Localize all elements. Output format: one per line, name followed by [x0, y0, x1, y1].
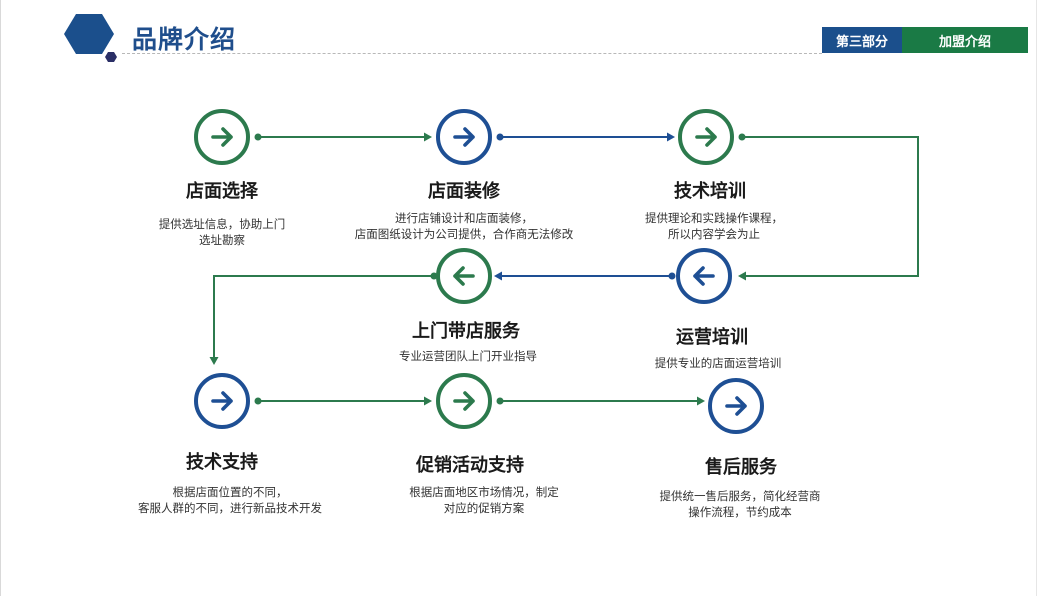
connector-3-4 [742, 136, 919, 277]
arrow-right-icon [211, 127, 233, 147]
step-title: 技术培训 [674, 181, 746, 202]
step-desc: 提供选址信息，协助上门选址勘察 [158, 217, 286, 247]
step-title: 技术支持 [186, 452, 258, 473]
step-node-tech-support [194, 373, 250, 429]
step-title: 售后服务 [705, 457, 777, 478]
step-node-tech-training [678, 109, 734, 165]
arrow-left-icon [453, 266, 475, 286]
section-name: 加盟介绍 [902, 27, 1028, 53]
step-node-operations-training [676, 248, 732, 304]
step-title: 促销活动支持 [416, 455, 524, 476]
step-node-site-selection [194, 109, 250, 165]
arrow-right-icon [725, 396, 747, 416]
arrow-right-icon [453, 127, 475, 147]
page-frame-right [1036, 0, 1037, 596]
step-node-store-decoration [436, 109, 492, 165]
step-desc: 根据店面地区市场情况，制定对应的促销方案 [409, 485, 559, 515]
hexagon-logo-icon [64, 14, 117, 62]
step-title: 店面选择 [186, 181, 258, 202]
header-divider [122, 53, 822, 54]
arrow-right-icon [453, 391, 475, 411]
step-node-promotion-support [436, 373, 492, 429]
step-desc: 进行店铺设计和店面装修，店面图纸设计为公司提供，合作商无法修改 [354, 211, 574, 241]
step-node-after-sales [708, 378, 764, 434]
section-number: 第三部分 [822, 27, 902, 53]
connector-5-6 [213, 275, 434, 358]
step-desc: 专业运营团队上门开业指导 [399, 349, 537, 363]
arrow-left-icon [693, 266, 715, 286]
step-title: 上门带店服务 [412, 321, 520, 342]
arrow-right-icon [695, 127, 717, 147]
step-desc: 根据店面位置的不同，客服人群的不同，进行新品技术开发 [138, 485, 322, 515]
step-node-onsite-service [436, 248, 492, 304]
step-title: 店面装修 [428, 181, 500, 202]
page-frame-left [0, 0, 1, 596]
section-badge: 第三部分 加盟介绍 [822, 27, 1028, 53]
step-title: 运营培训 [676, 327, 748, 348]
step-desc: 提供统一售后服务，简化经营商操作流程，节约成本 [659, 489, 821, 519]
page-title: 品牌介绍 [132, 25, 237, 54]
step-desc: 提供理论和实践操作课程，所以内容学会为止 [645, 211, 783, 241]
step-desc: 提供专业的店面运营培训 [654, 356, 782, 370]
arrow-right-icon [211, 391, 233, 411]
